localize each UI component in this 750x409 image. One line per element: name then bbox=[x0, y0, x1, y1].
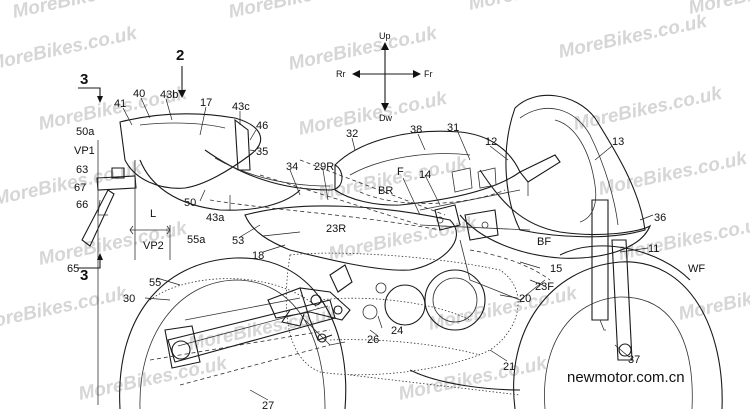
leader-lines bbox=[122, 97, 654, 401]
electrical-components bbox=[434, 167, 499, 241]
part-label: 37 bbox=[628, 354, 640, 366]
watermark-text: MoreBikes.co.uk bbox=[597, 148, 750, 200]
part-label: 53 bbox=[232, 235, 244, 247]
compass-rear-label: Rr bbox=[336, 69, 346, 79]
part-label: 66 bbox=[76, 199, 88, 211]
part-label: 67 bbox=[74, 182, 86, 194]
part-label: 50 bbox=[184, 197, 196, 209]
site-caption: newmotor.com.cn bbox=[567, 369, 685, 386]
part-label: 15 bbox=[550, 263, 562, 275]
part-label: 43c bbox=[232, 101, 250, 113]
watermark-text: MoreBikes.co.uk bbox=[427, 283, 580, 335]
watermark-text: MoreBikes.co.uk bbox=[37, 218, 190, 270]
part-label: 43a bbox=[206, 212, 225, 224]
part-label: 17 bbox=[200, 97, 212, 109]
section-mark-lower: 3 bbox=[80, 267, 88, 284]
watermark-text: MoreBikes.co.uk bbox=[467, 0, 620, 15]
part-label: 32 bbox=[346, 128, 358, 140]
front-fairing bbox=[459, 94, 652, 259]
compass-front-label: Fr bbox=[424, 69, 433, 79]
part-label: 24 bbox=[391, 325, 403, 337]
watermark-text: MoreBikes.co.uk bbox=[187, 303, 340, 355]
watermark-text: MoreBikes.co.uk bbox=[77, 353, 230, 405]
watermark-text: MoreBikes.co.uk bbox=[677, 273, 750, 325]
watermark-text: MoreBikes.co.uk bbox=[11, 0, 164, 23]
part-label: 40 bbox=[133, 88, 145, 100]
part-label: F bbox=[397, 166, 404, 178]
part-label: 27 bbox=[262, 400, 274, 409]
part-label: 38 bbox=[410, 124, 422, 136]
part-label: VP1 bbox=[74, 145, 95, 157]
part-label: 30 bbox=[123, 293, 135, 305]
watermark-text: MoreBikes.co.uk bbox=[0, 158, 145, 210]
part-label: 23F bbox=[535, 281, 554, 293]
part-label: 14 bbox=[419, 169, 431, 181]
compass-down-label: Dw bbox=[379, 113, 392, 123]
part-label: WF bbox=[688, 263, 705, 275]
part-label: 18 bbox=[252, 250, 264, 262]
section-mark-upper: 3 bbox=[80, 71, 88, 88]
part-label: 41 bbox=[114, 98, 126, 110]
direction-compass bbox=[352, 42, 421, 111]
view-arrow-label: 2 bbox=[176, 47, 184, 64]
part-label: 11 bbox=[648, 243, 659, 255]
part-label: 43b bbox=[160, 89, 178, 101]
rear-wheel bbox=[119, 257, 347, 409]
frame bbox=[209, 159, 531, 271]
part-label: VP2 bbox=[143, 240, 164, 252]
part-label: 63 bbox=[76, 164, 88, 176]
front-wheel bbox=[513, 199, 723, 409]
section-indicators bbox=[78, 66, 186, 269]
rear-linkage bbox=[267, 264, 353, 346]
part-label: 34 bbox=[286, 161, 298, 173]
part-label: 65 bbox=[67, 263, 79, 275]
watermark-text: MoreBikes.co.uk bbox=[287, 23, 440, 75]
part-label: 26 bbox=[367, 334, 379, 346]
part-label: 13 bbox=[612, 136, 624, 148]
part-label: 20 bbox=[519, 293, 531, 305]
watermark-text: MoreBikes.co.uk bbox=[327, 213, 480, 265]
part-label: 12 bbox=[485, 136, 497, 148]
part-label: 21 bbox=[503, 361, 515, 373]
part-label: 31 bbox=[447, 122, 459, 134]
part-label: 23R bbox=[326, 223, 346, 235]
part-label: 50a bbox=[76, 126, 95, 138]
part-label: 55a bbox=[187, 234, 206, 246]
compass-up-label: Up bbox=[379, 31, 391, 41]
watermark-text: MoreBikes.co.uk bbox=[557, 11, 710, 63]
watermark-text: MoreBikes.co.uk bbox=[0, 23, 140, 75]
watermark-text: MoreBikes.co.uk bbox=[0, 283, 130, 335]
seat-cowl bbox=[119, 113, 343, 211]
part-label: 46 bbox=[256, 120, 268, 132]
fuel-tank bbox=[334, 130, 521, 206]
watermark-text: MoreBikes.co.uk bbox=[572, 83, 725, 135]
reference-lines bbox=[97, 140, 171, 405]
watermark-text: MoreBikes.co.uk bbox=[617, 213, 750, 265]
engine bbox=[285, 239, 551, 396]
part-label: 55 bbox=[149, 277, 161, 289]
part-label: BF bbox=[537, 236, 551, 248]
watermark-text: MoreBikes.co.uk bbox=[397, 353, 550, 405]
part-label: BR bbox=[378, 185, 393, 197]
part-label: 29R bbox=[314, 161, 334, 173]
part-label: L bbox=[150, 208, 156, 220]
part-label: 36 bbox=[654, 212, 666, 224]
watermark-text: MoreBikes.co.uk bbox=[227, 0, 380, 23]
part-label: 35 bbox=[256, 146, 268, 158]
